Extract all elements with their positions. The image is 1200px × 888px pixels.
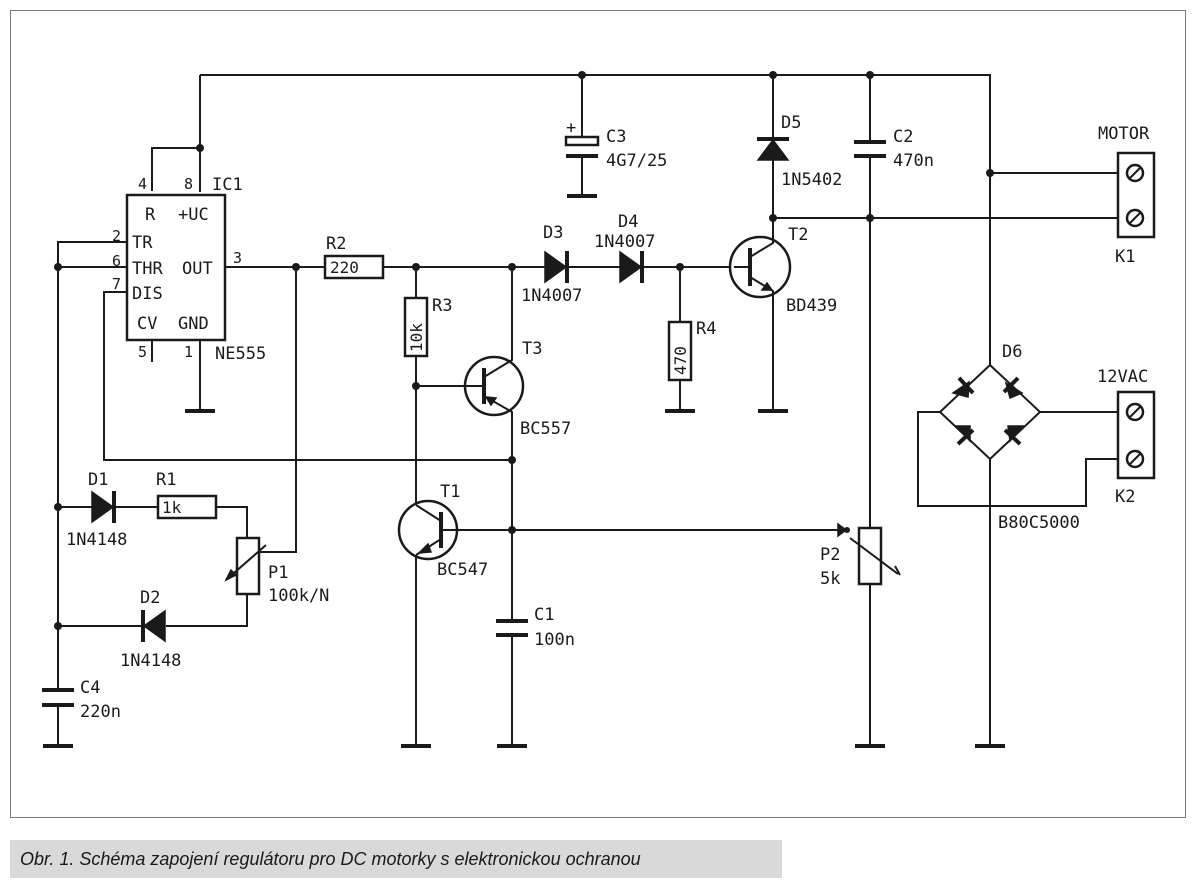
ic1-pin-thr-label: THR	[132, 259, 163, 279]
t2-ref: T2	[788, 225, 808, 245]
d2-ref: D2	[140, 588, 160, 608]
ic1-pin7-number: 7	[112, 275, 121, 293]
d6-bridge: D6 B80C5000	[917, 173, 1118, 748]
c1-capacitor: C1 100n	[496, 605, 575, 748]
ic1-pin2-number: 2	[112, 227, 121, 245]
t1-transistor: T1 BC547	[397, 482, 512, 580]
ic1-pin5-number: 5	[138, 343, 147, 361]
c1-ref: C1	[534, 605, 554, 625]
k1-label: MOTOR	[1098, 124, 1150, 144]
k2-ref: K2	[1115, 487, 1135, 507]
ic1-type: NE555	[215, 344, 266, 364]
ic1-pin-tr-label: TR	[132, 233, 153, 253]
c2-value: 470n	[893, 151, 934, 171]
schematic: R +UC TR THR OUT DIS CV GND IC1 NE555 4 …	[42, 71, 1156, 748]
ic1-pin8-number: 8	[184, 175, 193, 193]
c3-polarity: +	[566, 118, 576, 138]
r1-value: 1k	[162, 498, 182, 517]
p1-ref: P1	[268, 563, 288, 583]
ic1-pin-dis-label: DIS	[132, 284, 163, 304]
ic1-pin-cv-label: CV	[137, 314, 157, 334]
d3-ref: D3	[543, 223, 563, 243]
k2-connector: 12VAC K2	[1097, 367, 1156, 507]
t1-value: BC547	[437, 560, 488, 580]
c4-ref: C4	[80, 678, 100, 698]
d5-diode: D5 1N5402	[756, 75, 1118, 222]
ic1-pin4-number: 4	[138, 175, 147, 193]
d6-ref: D6	[1002, 342, 1022, 362]
d3-value: 1N4007	[521, 286, 582, 306]
ic1-pin3-number: 3	[233, 249, 242, 267]
d4-value: 1N4007	[594, 232, 655, 252]
d1-value: 1N4148	[66, 530, 127, 550]
c3-value: 4G7/25	[606, 151, 667, 171]
d1-ref: D1	[88, 470, 108, 490]
t2-value: BD439	[786, 296, 837, 316]
t1-ref: T1	[440, 482, 460, 502]
d5-ref: D5	[781, 113, 801, 133]
timing-network: 1k C4 220n D1 1N4148 R1 P1 100k/N D2 1N4…	[42, 241, 512, 748]
p2-value: 5k	[820, 569, 840, 589]
c4-value: 220n	[80, 702, 121, 722]
r1-ref: R1	[156, 470, 176, 490]
ic1-pin1-number: 1	[184, 343, 193, 361]
diagram-frame	[10, 10, 1186, 818]
ic1-pin-out-label: OUT	[182, 259, 213, 279]
r4-ref: R4	[696, 319, 716, 339]
r3-ref: R3	[432, 296, 452, 316]
ic1-pin6-number: 6	[112, 252, 121, 270]
ic1-ne555: R +UC TR THR OUT DIS CV GND IC1 NE555 4 …	[112, 175, 266, 413]
p1-value: 100k/N	[268, 586, 329, 606]
p2-ref: P2	[820, 545, 840, 565]
k1-connector: MOTOR K1	[986, 124, 1156, 267]
c3-capacitor: + C3 4G7/25	[564, 75, 667, 198]
output-path: 220 R2 10k R3 T3 BC557 D3 1N4007	[225, 212, 837, 748]
c2-ref: C2	[893, 127, 913, 147]
t3-ref: T3	[522, 339, 542, 359]
ic1-ref: IC1	[212, 175, 243, 195]
d6-value: B80C5000	[998, 513, 1080, 533]
k1-ref: K1	[1115, 247, 1135, 267]
ic1-pin-gnd-label: GND	[178, 314, 209, 334]
figure-caption-text: Obr. 1. Schéma zapojení regulátoru pro D…	[20, 849, 641, 869]
c2-capacitor: C2 470n	[854, 75, 934, 528]
d2-value: 1N4148	[120, 651, 181, 671]
figure-caption: Obr. 1. Schéma zapojení regulátoru pro D…	[10, 840, 782, 878]
r3-value: 10k	[407, 323, 426, 352]
d4-ref: D4	[618, 212, 638, 232]
r4-value: 470	[671, 346, 690, 375]
p2-potentiometer: P2 5k	[512, 522, 901, 748]
ic1-pin-r-label: R	[145, 205, 156, 225]
c1-value: 100n	[534, 630, 575, 650]
r2-value: 220	[330, 258, 359, 277]
k2-label: 12VAC	[1097, 367, 1148, 387]
ic1-pin-vcc-label: +UC	[178, 205, 209, 225]
t3-value: BC557	[520, 419, 571, 439]
r2-ref: R2	[326, 234, 346, 254]
d5-value: 1N5402	[781, 170, 842, 190]
c3-ref: C3	[606, 127, 626, 147]
